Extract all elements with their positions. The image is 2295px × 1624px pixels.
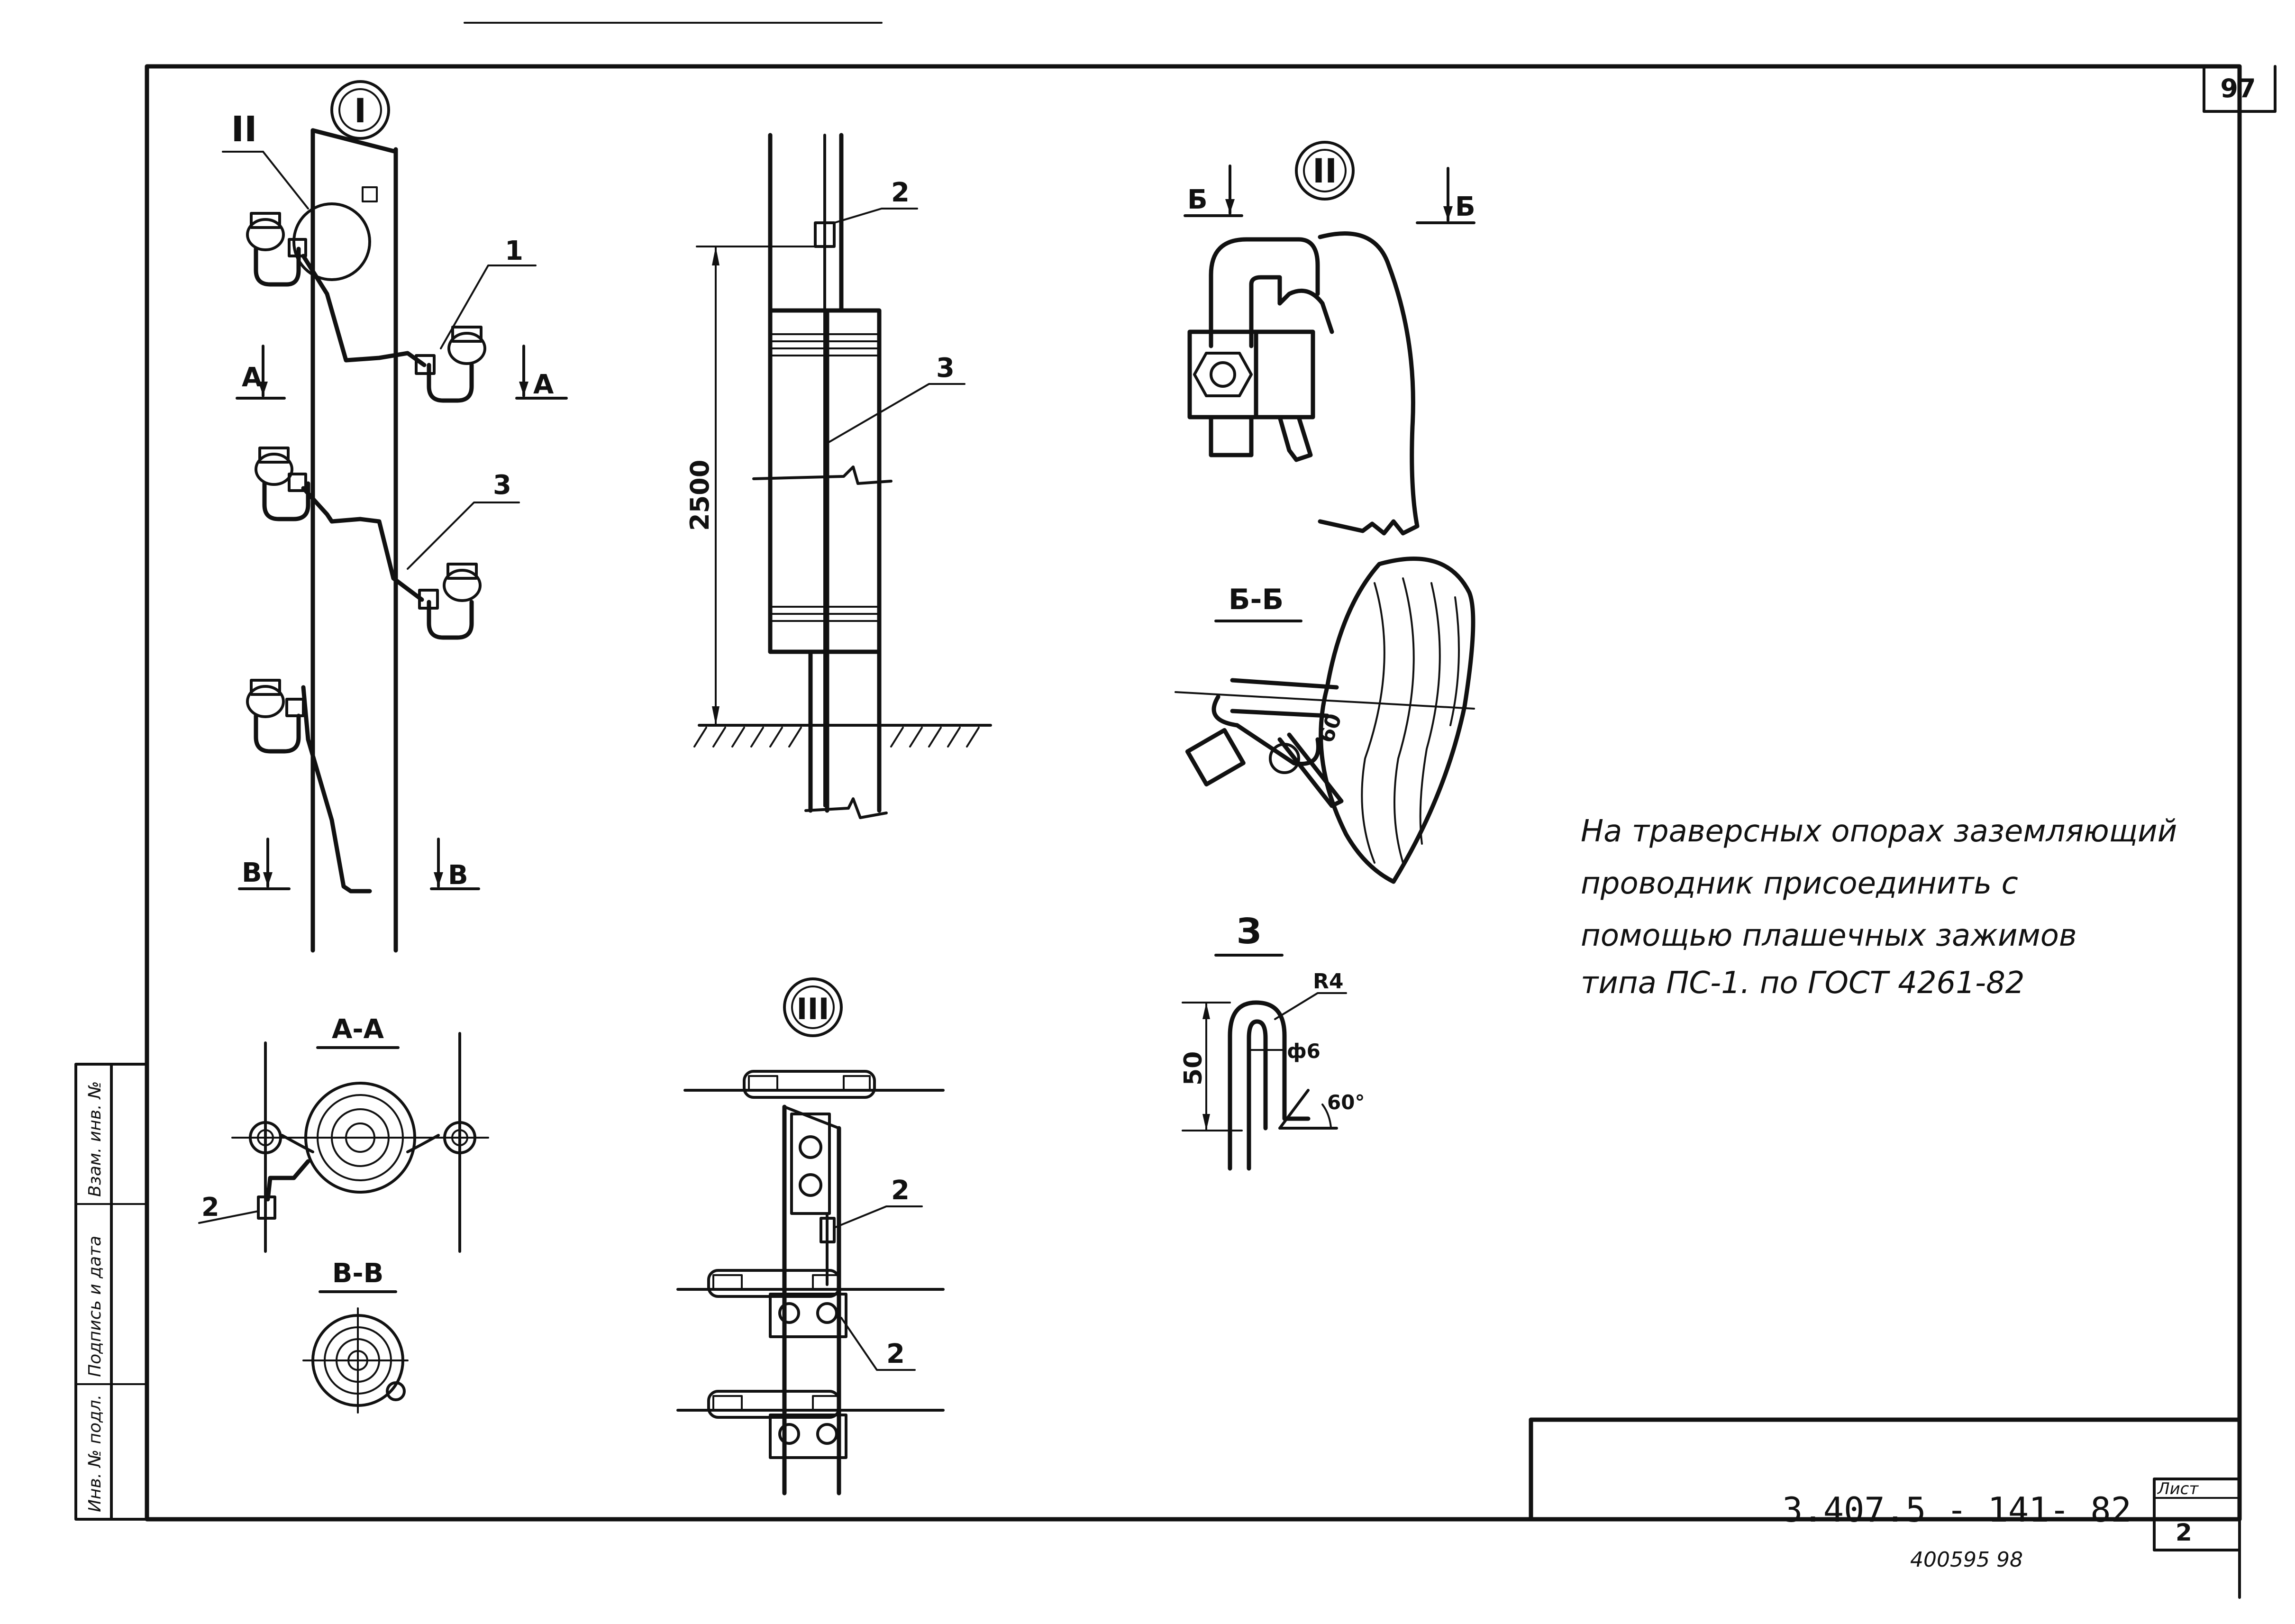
cut-v-right: В [448, 860, 468, 891]
section-a-a: А-А 2 [198, 1014, 489, 1253]
section-bb-title: Б-Б [1229, 583, 1284, 616]
ground-conductor-lower [301, 685, 372, 894]
view-3: III [676, 977, 945, 1496]
leader-1 [440, 265, 537, 349]
section-vv-title: В-В [332, 1258, 384, 1289]
pole-section [1318, 231, 1420, 536]
section-b-b: Б-Б 60 [1175, 557, 1475, 884]
view3-leader-2a-label: 2 [891, 1175, 910, 1206]
stamp-col-3: Взам. инв. № [85, 1081, 105, 1197]
callout-2-label: II [1312, 152, 1337, 191]
sheet-number: 2 [2176, 1519, 2192, 1546]
insulator-lower-left [246, 679, 305, 754]
section-aa-leader-2: 2 [201, 1192, 219, 1222]
cut-v-left: В [242, 858, 262, 888]
sheet-label: Лист [2157, 1479, 2199, 1498]
insulator-top-right [415, 326, 486, 403]
leader-2 [833, 208, 918, 224]
clamp-detail [1187, 329, 1258, 420]
leader-1-label: 1 [505, 236, 523, 266]
view-ground-entry: 2 3 2500 [685, 133, 992, 819]
callout-1-label: I [354, 91, 366, 130]
detail-z-dim-d: ф6 [1287, 1040, 1321, 1063]
view3-leader-2b-label: 2 [886, 1339, 905, 1369]
stamp-col-2: Подпись и дата [85, 1236, 105, 1377]
detail-z-dim-angle: 60° [1327, 1091, 1365, 1114]
callout-circle-2 [1295, 141, 1355, 201]
archive-number: 400595 98 [1910, 1548, 2023, 1572]
insulator-mid-right [418, 563, 482, 640]
doc-code: 3.407.5 - 141- 82 [1782, 1490, 2131, 1530]
left-stamp: Инв. № подл. Подпись и дата Взам. инв. № [74, 1063, 148, 1521]
note-line-4: типа ПС-1. по ГОСТ 4261-82 [1581, 966, 2025, 1001]
view-1: I II 1 А [222, 80, 568, 953]
page-number: 97 [2220, 73, 2256, 103]
cut-a-left: А [242, 362, 263, 393]
leader-3 [407, 502, 520, 570]
note-line-1: На траверсных опорах заземляющий [1581, 814, 2177, 849]
leader-3b [826, 383, 965, 444]
detail-z-dim-r: R4 [1313, 969, 1344, 994]
insulator-top-left [246, 212, 307, 287]
cut-b-right: Б [1455, 192, 1475, 222]
detail-ref-2: II [231, 109, 257, 150]
view3-leader-2a [833, 1205, 923, 1229]
note-line-2: проводник присоединить с [1581, 866, 2018, 901]
callout-circle-3 [783, 977, 843, 1037]
ground-conductor-middle [301, 486, 424, 602]
sheet-frame [145, 64, 2242, 1522]
section-aa-clamp [257, 1195, 276, 1220]
leader-3b-label: 3 [936, 353, 955, 383]
page-number-box: 97 [2203, 65, 2277, 113]
insulator-mid-left [255, 447, 310, 521]
stamp-col-1: Инв. № подл. [85, 1395, 105, 1512]
detail-z-dim-50: 50 [1179, 1051, 1208, 1086]
view3-leader-2b [840, 1317, 916, 1371]
detail-z-title: З [1237, 911, 1262, 952]
clamp-2 [814, 221, 836, 248]
detail-2-circle [292, 202, 371, 281]
section-aa-conductor [265, 1159, 310, 1202]
title-block: 3.407.5 - 141- 82 Лист 2 400595 98 [1529, 1417, 2242, 1572]
bb-nut [1185, 728, 1246, 787]
installation-note: На траверсных опорах заземляющий проводн… [1581, 814, 2177, 1001]
callout-3-label: III [796, 992, 829, 1026]
callout-circle-1 [330, 80, 390, 140]
dim-2500: 2500 [685, 460, 715, 531]
view3-clamp-2a [820, 1217, 836, 1243]
section-v-v: В-В [302, 1258, 409, 1414]
hook [1209, 237, 1320, 348]
cut-a-right: А [533, 369, 554, 400]
staple-outer [1228, 1000, 1311, 1171]
section-aa-title: А-А [332, 1014, 384, 1045]
leader-2-label: 2 [891, 177, 910, 208]
detail-z: З 50 R4 ф6 60° [1179, 911, 1365, 1171]
cut-b-left: Б [1187, 184, 1208, 215]
note-line-3: помощью плашечных зажимов [1581, 918, 2077, 953]
leader-3-label: 3 [493, 470, 511, 501]
ground-conductor-upper [301, 254, 427, 367]
view-2: II Б Б [1184, 141, 1475, 536]
